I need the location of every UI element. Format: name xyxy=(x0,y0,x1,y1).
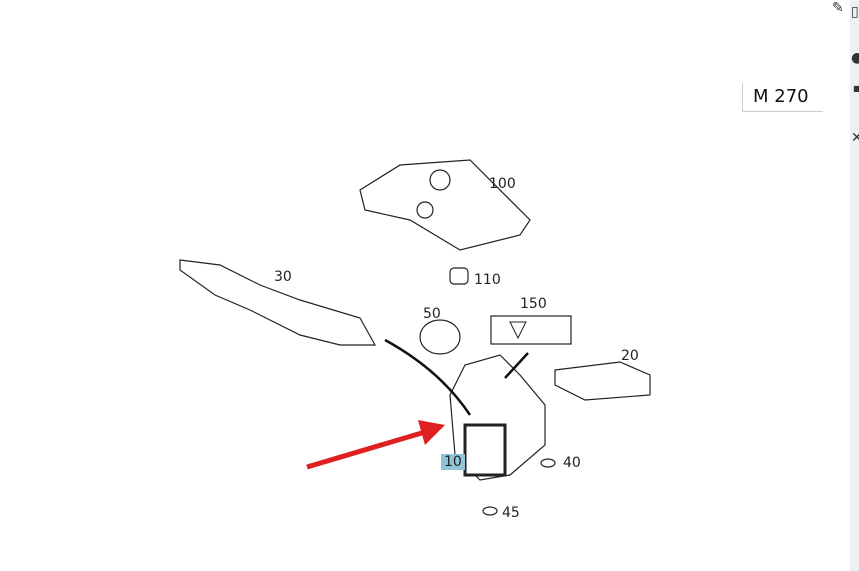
rubber-mount-part xyxy=(449,267,469,285)
part-label-110[interactable]: 110 xyxy=(474,272,501,288)
air-filter-element-part xyxy=(554,361,651,401)
part-label-10-highlighted[interactable]: 10 xyxy=(441,454,465,470)
engine-cover-part xyxy=(359,159,531,251)
part-label-30[interactable]: 30 xyxy=(274,269,292,285)
air-mass-sensor-part xyxy=(419,319,461,355)
pointer-arrow-150 xyxy=(504,352,529,379)
part-label-20[interactable]: 20 xyxy=(621,348,639,364)
mercedes-star-icon xyxy=(416,201,434,219)
side-toolbar xyxy=(850,0,859,571)
grommet-40-part xyxy=(540,458,556,468)
grommet-45-part xyxy=(482,506,498,516)
part-label-150[interactable]: 150 xyxy=(520,296,547,312)
close-icon[interactable]: ✕ xyxy=(851,130,859,146)
part-label-50[interactable]: 50 xyxy=(423,306,441,322)
part-label-45[interactable]: 45 xyxy=(502,505,520,521)
edit-icon[interactable]: ✎ xyxy=(832,0,844,16)
pointer-arrow-50 xyxy=(384,338,472,416)
part-label-100[interactable]: 100 xyxy=(489,176,516,192)
warning-label-part xyxy=(490,315,572,345)
info-icon[interactable]: ● xyxy=(851,50,859,66)
housing-cover-part xyxy=(463,423,507,477)
engine-cover-logo xyxy=(429,169,451,191)
part-label-40[interactable]: 40 xyxy=(563,455,581,471)
pin-icon[interactable]: ■ xyxy=(853,84,859,93)
copy-icon[interactable]: ▯ xyxy=(851,4,859,20)
red-arrow xyxy=(306,429,426,470)
engine-code-label: M 270 xyxy=(742,83,823,112)
air-intake-duct-part xyxy=(179,259,377,346)
